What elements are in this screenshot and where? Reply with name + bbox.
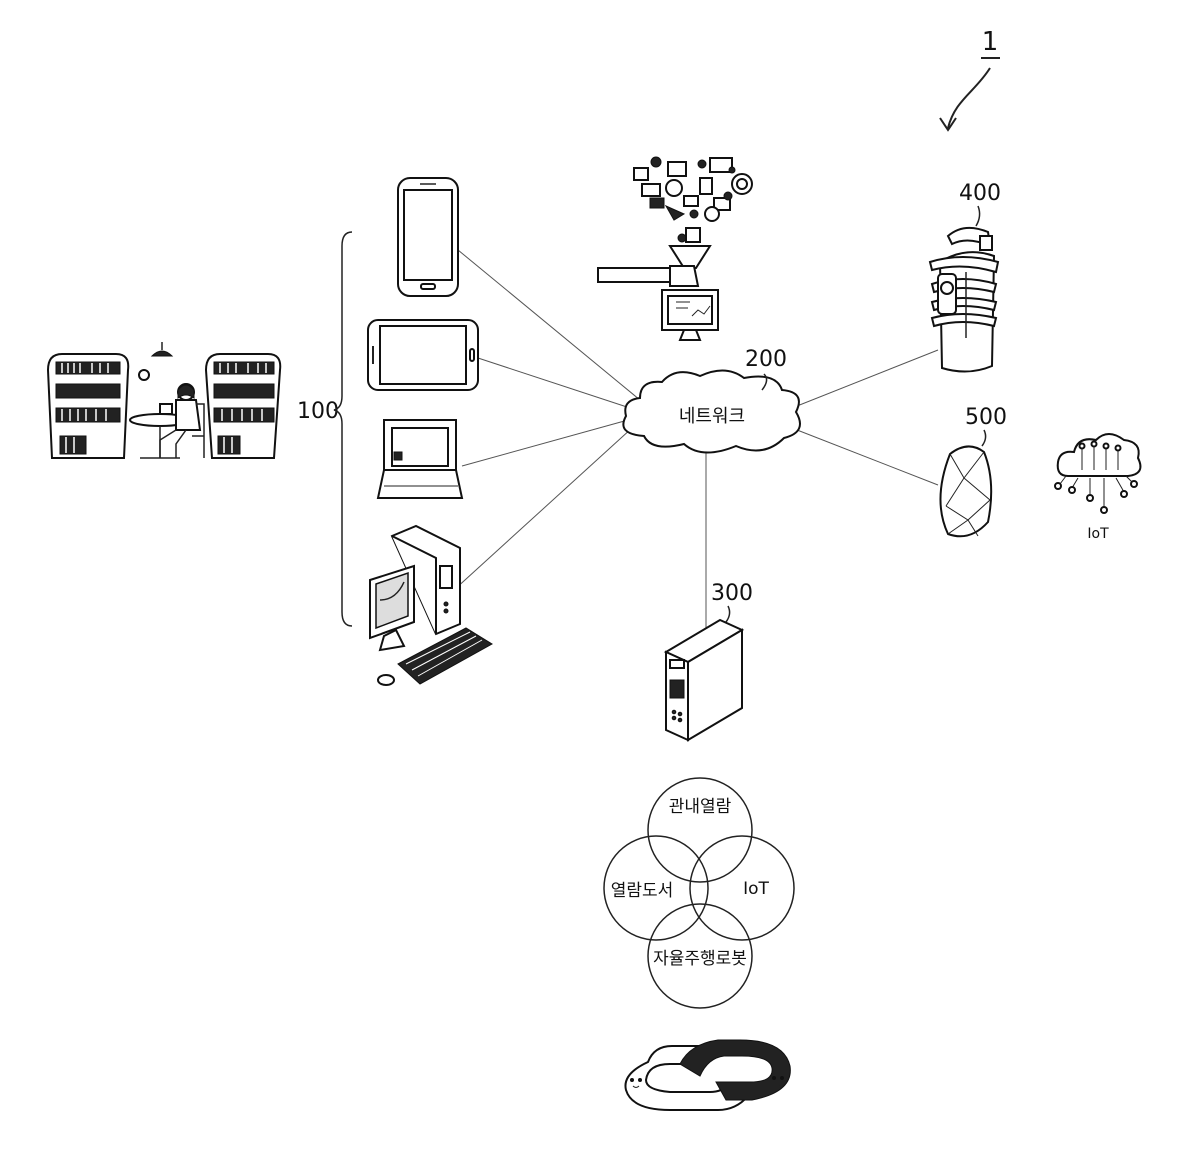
content-funnel-illustration (598, 157, 752, 340)
link-desktop (454, 428, 632, 590)
link-beacon (792, 428, 938, 485)
network-cloud-label: 네트워크 (679, 406, 745, 427)
network-cloud: 네트워크 200 (623, 347, 800, 453)
chain-link-logo (625, 1040, 790, 1110)
figure-ref-number: 1 (982, 27, 999, 57)
iot-cloud-icon: IoT (1055, 434, 1140, 542)
label-beacon: 500 (965, 405, 1007, 430)
venn-label-left: 열람도서 (611, 881, 674, 901)
venn-label-bottom: 자율주행로봇 (653, 949, 747, 969)
link-laptop (462, 420, 628, 466)
iot-icon-label: IoT (1087, 526, 1109, 542)
desktop-computer (370, 526, 492, 685)
link-robot (792, 350, 938, 408)
beacon-device: 500 (940, 405, 1007, 536)
laptop (378, 420, 462, 498)
figure-ref: 1 (940, 27, 1000, 130)
venn-label-top: 관내열람 (669, 797, 732, 817)
brace (334, 232, 352, 626)
link-tablet (478, 358, 630, 408)
library-reading-illustration (48, 342, 280, 458)
autonomous-robot: 400 (930, 181, 1001, 372)
label-server: 300 (711, 581, 753, 606)
venn-label-right: IoT (743, 879, 769, 899)
venn-circle-top (648, 778, 752, 882)
smartphone (398, 178, 458, 296)
server-computer: 300 (666, 581, 753, 740)
label-user-terminals: 100 (297, 399, 339, 424)
label-network: 200 (745, 347, 787, 372)
venn-diagram: 관내열람 열람도서 IoT 자율주행로봇 (604, 778, 794, 1008)
tablet (368, 320, 478, 390)
user-terminals-group: 100 (297, 232, 352, 626)
label-robot: 400 (959, 181, 1001, 206)
